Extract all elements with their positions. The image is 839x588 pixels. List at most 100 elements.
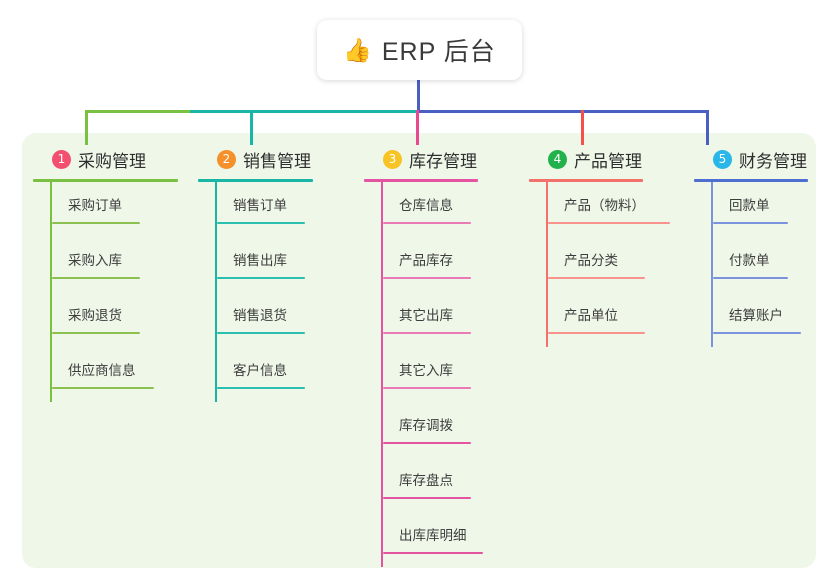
leaf-rule xyxy=(713,332,801,334)
branch-badge-1: 1 xyxy=(52,149,71,169)
branch-badge-2: 2 xyxy=(217,149,236,169)
branches-panel xyxy=(22,133,816,568)
connector-root-stem xyxy=(417,80,420,112)
branch-column-3: 3 库存管理 仓库信息 产品库存 其它出库 其它入库 库存调拨 xyxy=(364,146,524,567)
leaf-item[interactable]: 销售退货 xyxy=(217,292,353,347)
leaf-item[interactable]: 客户信息 xyxy=(217,347,353,402)
leaf-label: 客户信息 xyxy=(233,363,287,378)
branch-header-5[interactable]: 5 财务管理 xyxy=(694,146,819,172)
leaf-rule xyxy=(383,277,471,279)
leaf-label: 供应商信息 xyxy=(68,363,136,378)
leaf-rule xyxy=(383,332,471,334)
leaf-label: 产品单位 xyxy=(564,308,618,323)
connector-drop-3 xyxy=(416,110,419,145)
leaf-label: 产品库存 xyxy=(399,253,453,268)
leaf-item[interactable]: 库存盘点 xyxy=(383,457,524,512)
branch-column-2: 2 销售管理 销售订单 销售出库 销售退货 客户信息 xyxy=(198,146,353,402)
leaf-rule xyxy=(217,332,305,334)
leaf-label: 库存调拨 xyxy=(399,418,453,433)
leaf-rule xyxy=(383,387,471,389)
root-node[interactable]: 👍 ERP 后台 xyxy=(317,20,522,80)
branch-spine-3 xyxy=(381,182,383,567)
leaf-label: 库存盘点 xyxy=(399,473,453,488)
branch-title-4: 产品管理 xyxy=(574,151,642,171)
connector-bus-mid xyxy=(190,110,418,113)
leaf-rule xyxy=(548,222,670,224)
leaf-item[interactable]: 产品库存 xyxy=(383,237,524,292)
root-title: ERP 后台 xyxy=(381,38,496,66)
leaf-item[interactable]: 付款单 xyxy=(713,237,819,292)
leaf-rule xyxy=(383,222,471,224)
leaf-item[interactable]: 采购退货 xyxy=(52,292,188,347)
leaf-item[interactable]: 销售订单 xyxy=(217,182,353,237)
branch-items-1: 采购订单 采购入库 采购退货 供应商信息 xyxy=(33,182,188,402)
branch-rule-4 xyxy=(529,179,643,182)
branch-items-2: 销售订单 销售出库 销售退货 客户信息 xyxy=(198,182,353,402)
leaf-rule xyxy=(217,222,305,224)
branch-header-4[interactable]: 4 产品管理 xyxy=(529,146,704,172)
branch-column-4: 4 产品管理 产品（物料） 产品分类 产品单位 xyxy=(529,146,704,347)
branch-spine-1 xyxy=(50,182,52,402)
leaf-rule xyxy=(52,222,140,224)
branch-spine-2 xyxy=(215,182,217,402)
leaf-label: 销售出库 xyxy=(233,253,287,268)
branch-badge-4: 4 xyxy=(548,149,567,169)
connector-drop-5 xyxy=(706,110,709,145)
leaf-rule xyxy=(52,332,140,334)
branch-title-5: 财务管理 xyxy=(739,151,807,171)
branch-title-2: 销售管理 xyxy=(243,151,311,171)
branch-title-3: 库存管理 xyxy=(409,151,477,171)
leaf-item[interactable]: 其它出库 xyxy=(383,292,524,347)
branch-column-1: 1 采购管理 采购订单 采购入库 采购退货 供应商信息 xyxy=(33,146,188,402)
branch-spine-4 xyxy=(546,182,548,347)
connector-drop-1 xyxy=(85,110,88,145)
leaf-rule xyxy=(52,387,154,389)
leaf-item[interactable]: 结算账户 xyxy=(713,292,819,347)
leaf-rule xyxy=(383,442,471,444)
leaf-rule xyxy=(217,387,305,389)
branch-title-1: 采购管理 xyxy=(78,151,146,171)
branch-badge-3: 3 xyxy=(383,149,402,169)
leaf-rule xyxy=(548,277,645,279)
leaf-rule xyxy=(383,552,483,554)
leaf-item[interactable]: 采购入库 xyxy=(52,237,188,292)
leaf-label: 其它出库 xyxy=(399,308,453,323)
leaf-item[interactable]: 出库库明细 xyxy=(383,512,524,567)
leaf-rule xyxy=(713,277,788,279)
leaf-rule xyxy=(548,332,645,334)
leaf-rule xyxy=(383,497,471,499)
leaf-label: 其它入库 xyxy=(399,363,453,378)
branch-items-4: 产品（物料） 产品分类 产品单位 xyxy=(529,182,704,347)
leaf-label: 仓库信息 xyxy=(399,198,453,213)
leaf-label: 采购退货 xyxy=(68,308,122,323)
leaf-rule xyxy=(217,277,305,279)
leaf-label: 销售订单 xyxy=(233,198,287,213)
leaf-label: 产品分类 xyxy=(564,253,618,268)
leaf-item[interactable]: 产品单位 xyxy=(548,292,704,347)
leaf-item[interactable]: 库存调拨 xyxy=(383,402,524,457)
branch-header-1[interactable]: 1 采购管理 xyxy=(33,146,188,172)
branch-items-5: 回款单 付款单 结算账户 xyxy=(694,182,819,347)
branch-column-5: 5 财务管理 回款单 付款单 结算账户 xyxy=(694,146,819,347)
leaf-rule xyxy=(713,222,788,224)
leaf-item[interactable]: 采购订单 xyxy=(52,182,188,237)
branch-rule-3 xyxy=(364,179,478,182)
leaf-item[interactable]: 仓库信息 xyxy=(383,182,524,237)
connector-bus-right xyxy=(418,110,709,113)
leaf-item[interactable]: 产品分类 xyxy=(548,237,704,292)
leaf-label: 采购入库 xyxy=(68,253,122,268)
branch-badge-5: 5 xyxy=(713,149,732,169)
leaf-item[interactable]: 回款单 xyxy=(713,182,819,237)
leaf-item[interactable]: 其它入库 xyxy=(383,347,524,402)
branch-rule-5 xyxy=(694,179,808,182)
branch-items-3: 仓库信息 产品库存 其它出库 其它入库 库存调拨 库存盘点 xyxy=(364,182,524,567)
branch-rule-1 xyxy=(33,179,178,182)
leaf-item[interactable]: 供应商信息 xyxy=(52,347,188,402)
thumbs-up-icon: 👍 xyxy=(343,36,372,63)
leaf-item[interactable]: 产品（物料） xyxy=(548,182,704,237)
leaf-label: 回款单 xyxy=(729,198,770,213)
leaf-item[interactable]: 销售出库 xyxy=(217,237,353,292)
branch-header-2[interactable]: 2 销售管理 xyxy=(198,146,353,172)
branch-header-3[interactable]: 3 库存管理 xyxy=(364,146,524,172)
